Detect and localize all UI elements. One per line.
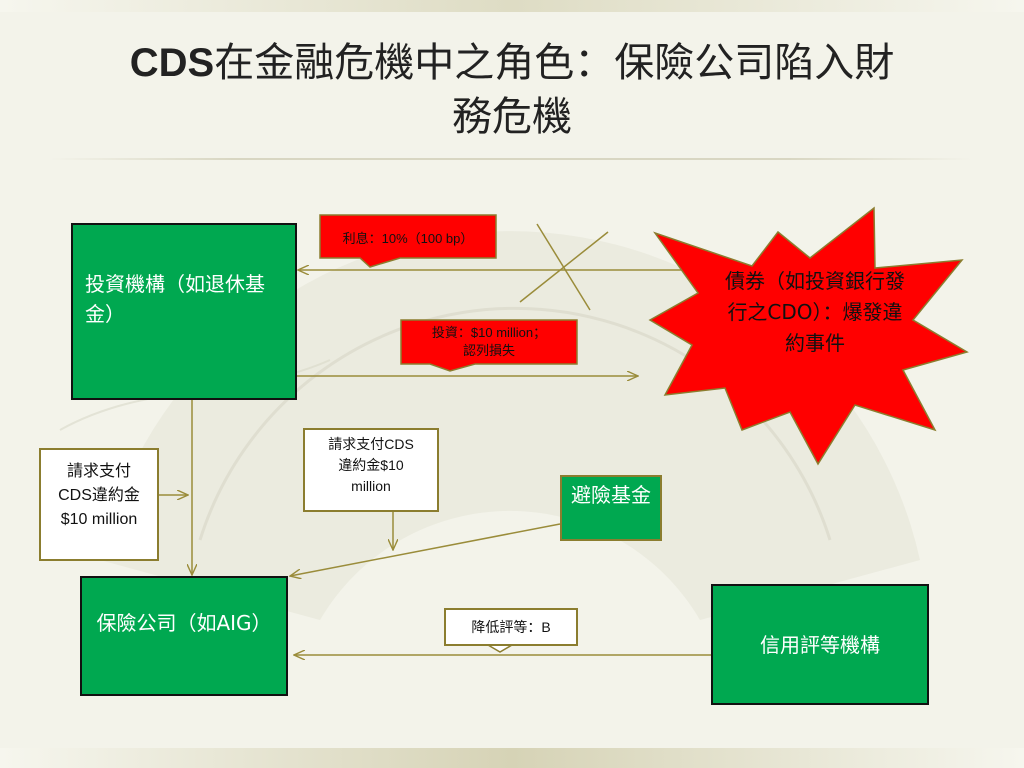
bottom-decor-band bbox=[0, 748, 1024, 768]
hedge-fund-label: 避險基金 bbox=[571, 483, 651, 507]
title-cds: CDS bbox=[129, 41, 215, 85]
arrow-hedge-to-insurer bbox=[290, 523, 561, 576]
interest-callout bbox=[319, 214, 497, 268]
claim-mid-line2: 違約金$10 bbox=[338, 457, 404, 473]
slide-title: CDS在金融危機中之角色：保險公司陷入財 務危機 bbox=[40, 36, 984, 144]
top-decor-band bbox=[0, 0, 1024, 12]
title-line2: 務危機 bbox=[452, 94, 572, 140]
rating-agency-node: 信用評等機構 bbox=[711, 584, 929, 705]
investment-caption: 投資：$10 million； 認列損失 bbox=[403, 324, 575, 360]
claim-note-left: 請求支付 CDS違約金 $10 million bbox=[39, 448, 159, 561]
investment-callout bbox=[400, 319, 578, 372]
claim-left-line3: $10 million bbox=[60, 511, 138, 528]
bond-burst bbox=[648, 206, 969, 466]
title-text: 在金融危機中之角色：保險公司陷入財 bbox=[214, 40, 895, 86]
investment-caption-line2: 認列損失 bbox=[462, 343, 515, 358]
interest-caption: 利息：10%（100 bp） bbox=[342, 231, 474, 246]
downgrade-note: 降低評等：B bbox=[444, 608, 578, 646]
investment-caption-line1: 投資：$10 million； bbox=[431, 325, 547, 340]
insurer-label: 保險公司（如AIG） bbox=[96, 611, 272, 635]
claim-left-line1: 請求支付 bbox=[66, 463, 131, 480]
downgrade-text: 降低評等：B bbox=[471, 619, 551, 635]
hedge-fund-node: 避險基金 bbox=[560, 475, 662, 541]
claim-mid-line1: 請求支付CDS bbox=[328, 436, 414, 452]
downgrade-note-tail bbox=[487, 644, 513, 653]
rating-agency-label: 信用評等機構 bbox=[760, 633, 880, 657]
cross-line-2 bbox=[519, 231, 609, 303]
title-divider bbox=[50, 158, 972, 160]
investor-label: 投資機構（如退休基金） bbox=[85, 272, 265, 326]
claim-mid-line3: million bbox=[351, 478, 391, 494]
investor-node: 投資機構（如退休基金） bbox=[71, 223, 297, 400]
claim-left-line2: CDS違約金 bbox=[58, 487, 140, 504]
insurer-node: 保險公司（如AIG） bbox=[80, 576, 288, 696]
bond-label: 債券（如投資銀行發行之CDO）：爆發違約事件 bbox=[725, 269, 905, 355]
claim-note-middle: 請求支付CDS 違約金$10 million bbox=[303, 428, 439, 512]
